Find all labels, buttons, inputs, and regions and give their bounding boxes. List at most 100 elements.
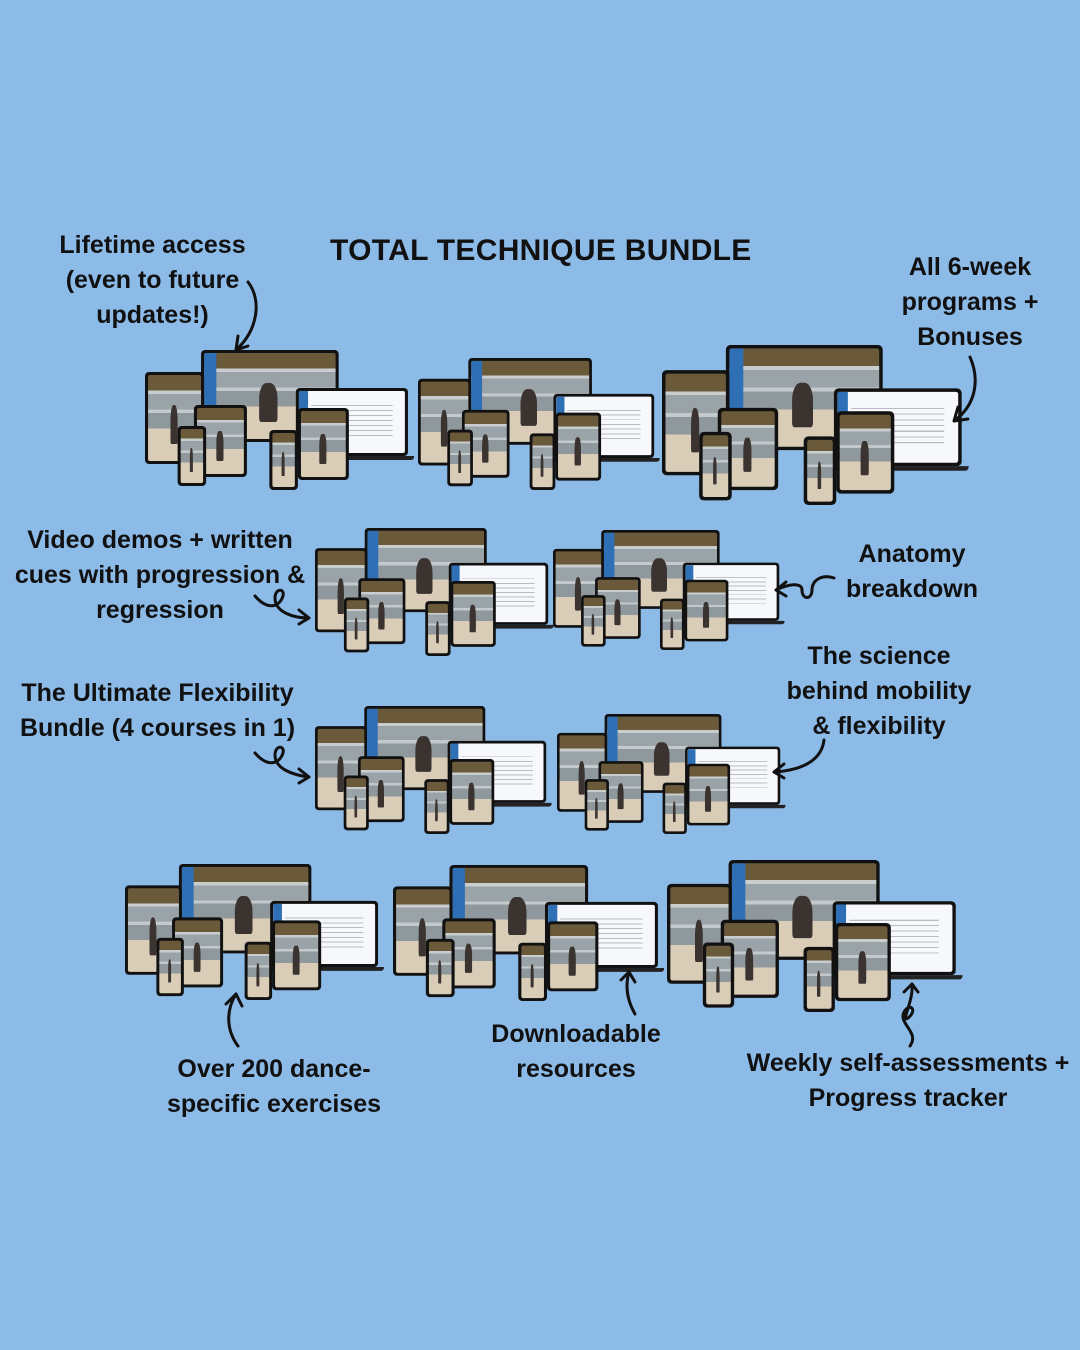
feature-programs: All 6-week programs + Bonuses — [890, 250, 1050, 355]
device-mockup-group — [557, 714, 786, 834]
screen-image — [555, 551, 602, 626]
screen-image — [272, 433, 295, 487]
label-line: breakdown — [846, 575, 978, 603]
screen-image — [427, 603, 448, 654]
screen-image — [587, 781, 607, 828]
phone-mockup — [425, 938, 455, 998]
arrow-icon — [253, 745, 311, 785]
label-line: regression — [96, 596, 224, 624]
app-sidebar — [607, 716, 618, 791]
screen-image — [662, 601, 682, 648]
tablet-mockup — [145, 372, 205, 464]
device-mockup-group — [145, 350, 415, 490]
tablet-mockup — [547, 921, 599, 992]
phone-mockup — [699, 431, 732, 501]
arrow-icon — [619, 970, 637, 1016]
phone-mockup — [447, 429, 473, 487]
tablet-mockup — [834, 922, 891, 1002]
feature-video-demos: Video demos + written cues with progress… — [5, 523, 315, 628]
label-line: The science — [807, 642, 951, 670]
device-mockup-group — [418, 358, 660, 490]
laptop-base — [289, 456, 415, 460]
label-line: behind mobility — [786, 677, 972, 705]
phone-mockup — [424, 779, 450, 834]
label-line: The Ultimate Flexibility — [21, 679, 294, 707]
arrow-icon — [901, 982, 920, 1048]
laptop-base — [538, 967, 665, 972]
feature-anatomy: Anatomy breakdown — [838, 537, 986, 607]
tablet-mockup — [684, 579, 729, 642]
screen-image — [689, 766, 728, 823]
label-line: Bundle (4 courses in 1) — [19, 714, 296, 742]
label-line: Lifetime access — [59, 231, 246, 259]
phone-mockup — [584, 779, 609, 831]
phone-mockup — [244, 941, 273, 1000]
label-line: Downloadable — [491, 1020, 661, 1048]
device-mockup-group — [315, 528, 554, 656]
app-sidebar — [603, 532, 615, 607]
screen-image — [247, 944, 270, 998]
screen-image — [807, 439, 833, 502]
label-line: (even to future — [65, 266, 240, 294]
screen-image — [583, 597, 603, 644]
app-sidebar — [366, 708, 378, 788]
screen-image — [452, 761, 492, 823]
screen-image — [558, 415, 599, 478]
label-line: & flexibility — [812, 712, 946, 740]
laptop-base — [264, 966, 384, 971]
label-line: cues with progression & — [14, 561, 306, 589]
screen-image — [453, 583, 494, 645]
label-line: updates!) — [96, 301, 209, 329]
phone-mockup — [177, 426, 207, 486]
phone-mockup — [659, 598, 685, 650]
app-sidebar — [367, 530, 378, 610]
feature-flexibility-bundle: The Ultimate Flexibility Bundle (4 cours… — [5, 676, 310, 746]
screen-image — [346, 778, 367, 828]
tablet-mockup — [449, 759, 495, 825]
label-line: Progress tracker — [808, 1084, 1008, 1112]
screen-image — [839, 414, 891, 491]
screen-image — [550, 924, 596, 989]
app-sidebar — [471, 360, 482, 442]
arrow-icon — [774, 575, 836, 599]
feature-science: The science behind mobility & flexibilit… — [775, 639, 983, 744]
app-sidebar — [181, 866, 194, 951]
arrow-icon — [253, 588, 311, 626]
screen-image — [428, 941, 452, 995]
phone-mockup — [581, 595, 606, 647]
phone-mockup — [803, 946, 835, 1012]
device-mockup-group — [553, 530, 785, 650]
laptop-base — [679, 804, 786, 809]
phone-mockup — [156, 937, 184, 997]
screen-image — [159, 940, 181, 994]
feature-exercises: Over 200 dance- specific exercises — [160, 1052, 388, 1122]
screen-image — [275, 923, 319, 988]
phone-mockup — [425, 601, 451, 656]
laptop-base — [547, 457, 660, 462]
phone-mockup — [343, 775, 369, 831]
laptop-base — [443, 624, 554, 629]
laptop-base — [442, 802, 552, 807]
screen-image — [180, 429, 204, 483]
page-title: TOTAL TECHNIQUE BUNDLE — [330, 234, 752, 267]
tablet-mockup — [836, 411, 895, 494]
arrow-icon — [952, 355, 977, 423]
screen-image — [300, 411, 346, 477]
device-mockup-group — [393, 865, 665, 1001]
tablet-mockup — [272, 920, 322, 991]
phone-mockup — [269, 430, 298, 490]
screen-image — [806, 950, 832, 1009]
arrow-icon — [224, 992, 244, 1048]
tablet-mockup — [450, 581, 496, 647]
feature-assessments: Weekly self-assessments + Progress track… — [738, 1046, 1078, 1116]
phone-mockup — [518, 942, 548, 1001]
screen-image — [706, 945, 731, 1005]
label-line: resources — [516, 1055, 636, 1083]
label-line: Bonuses — [917, 323, 1023, 351]
laptop-base — [825, 975, 963, 980]
label-line: programs + — [901, 288, 1039, 316]
label-line: All 6-week — [908, 253, 1032, 281]
feature-lifetime-access: Lifetime access (even to future updates!… — [50, 228, 255, 333]
label-line: Over 200 dance- — [177, 1055, 371, 1083]
laptop-base — [677, 620, 785, 625]
